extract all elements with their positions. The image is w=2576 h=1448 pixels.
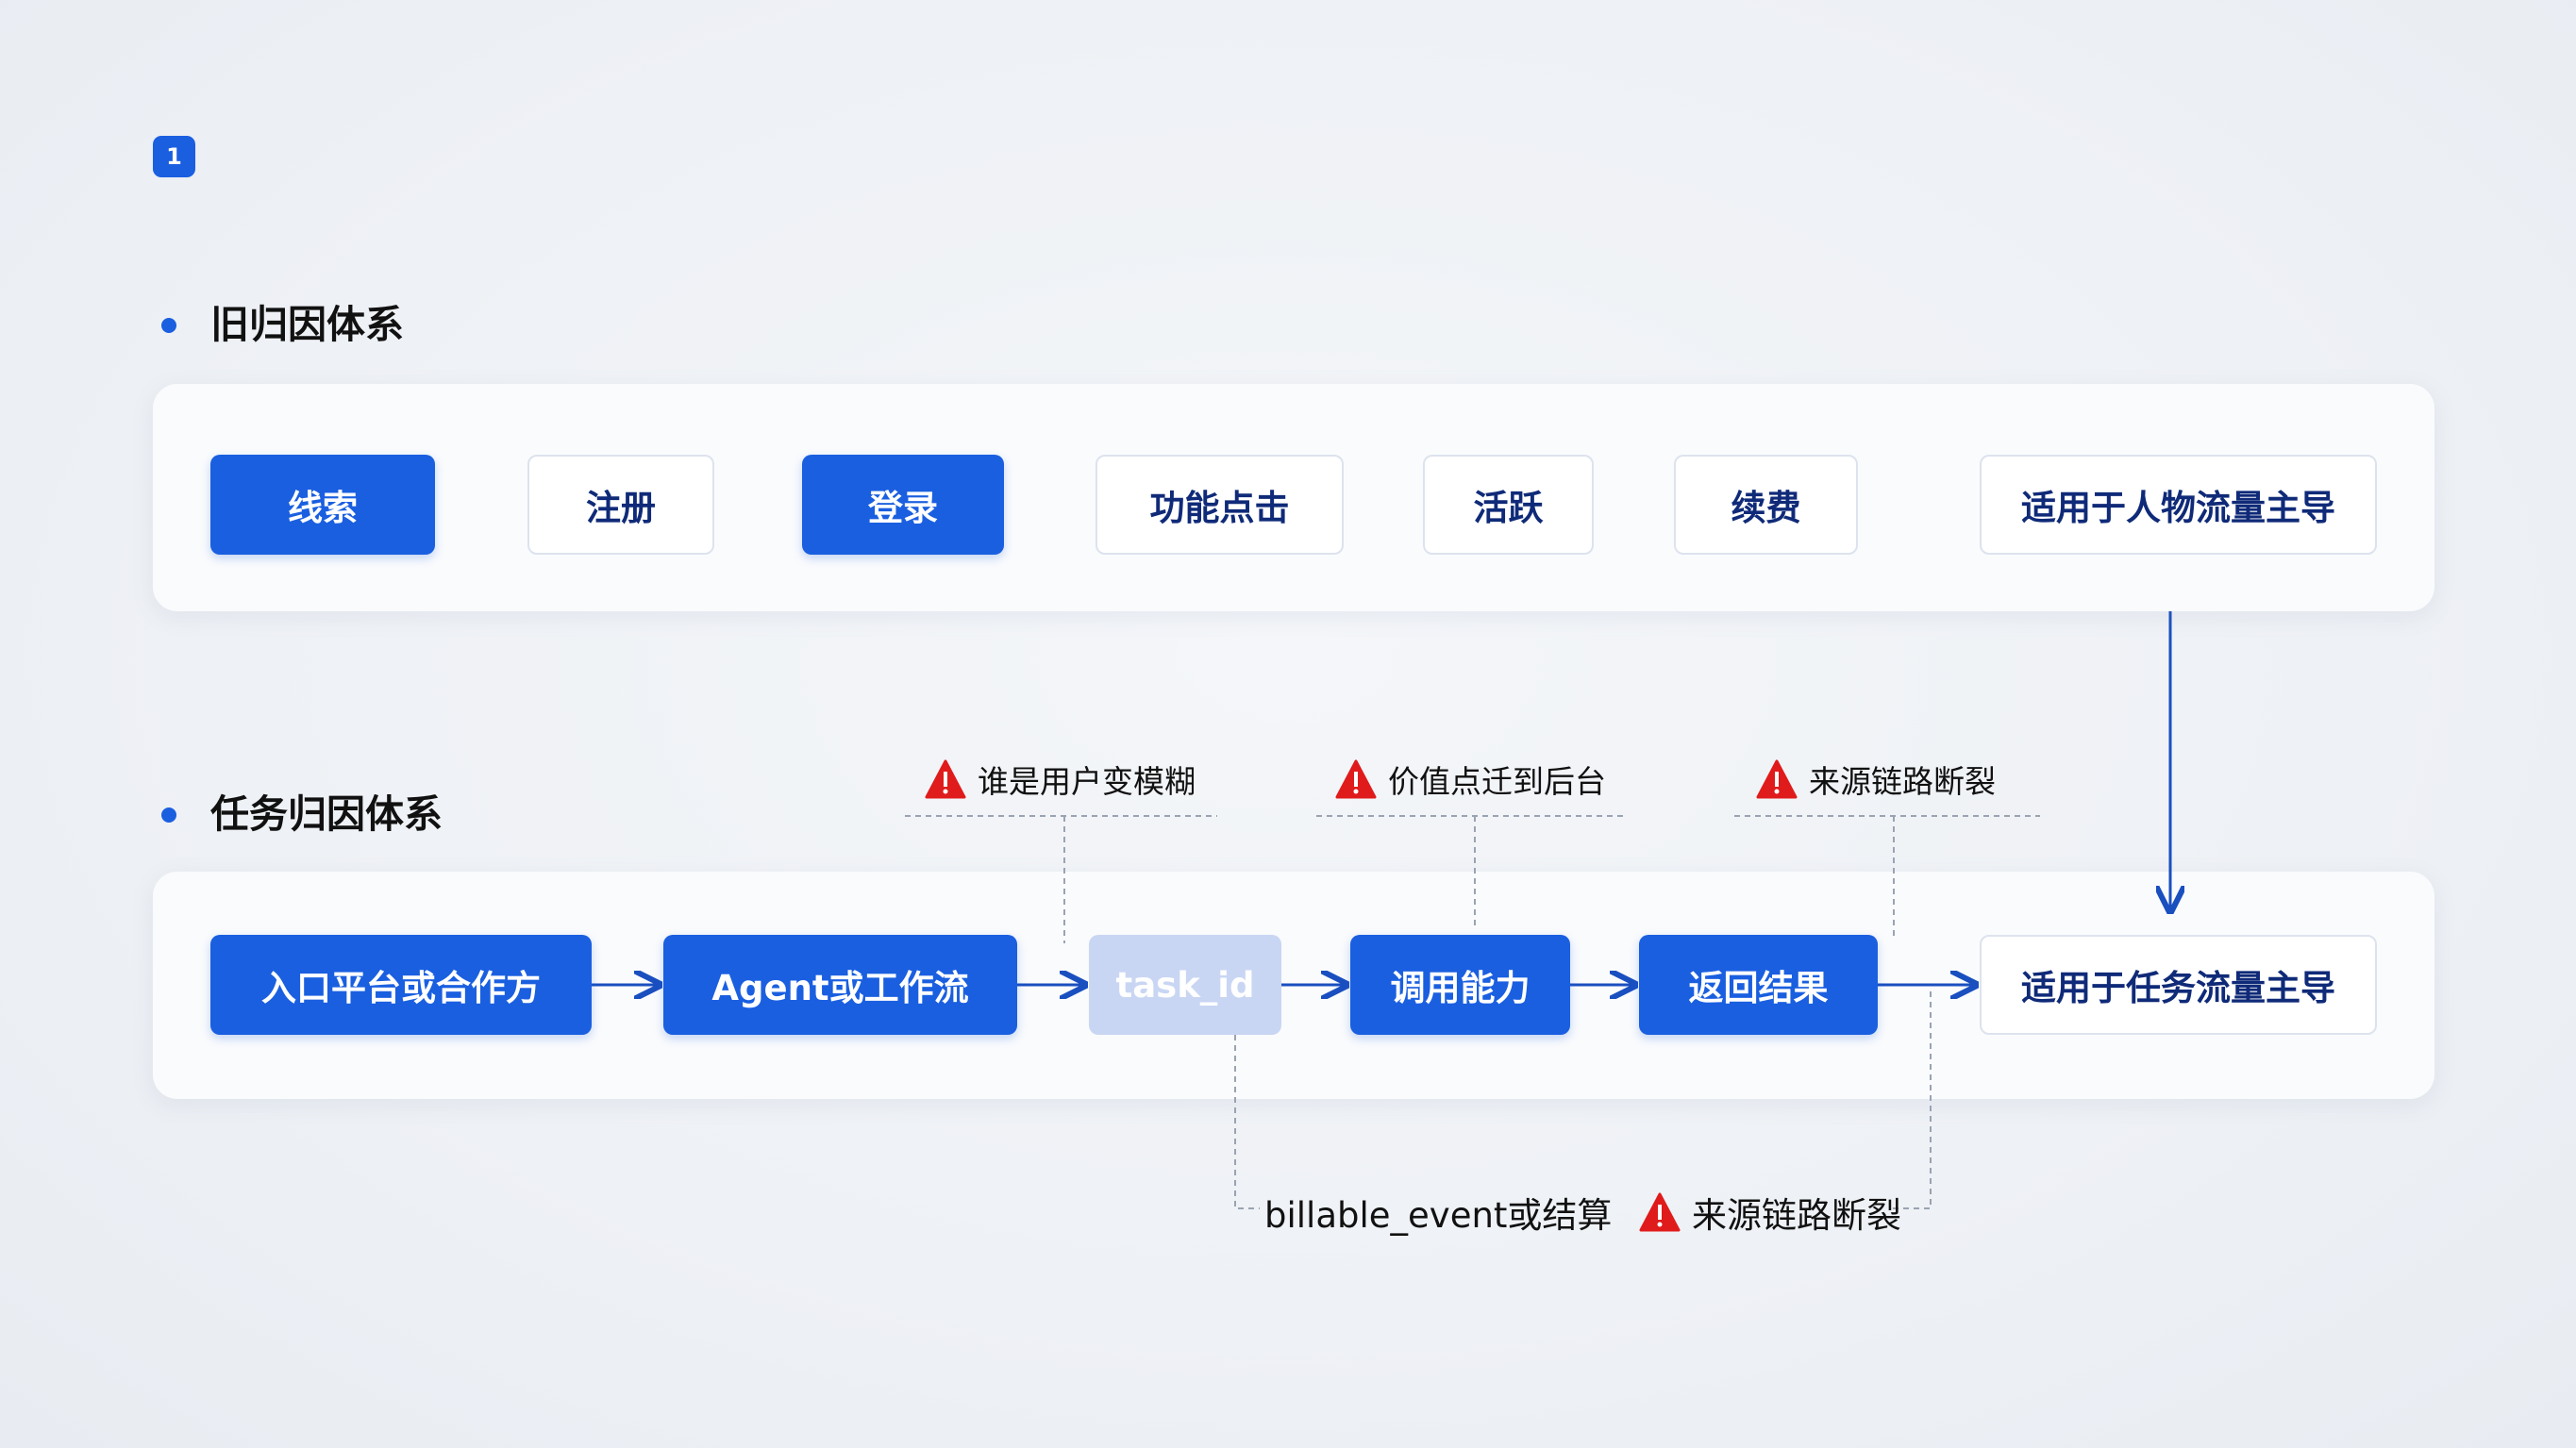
result-box: 适用于人物流量主导 bbox=[1980, 455, 2377, 555]
warning-label: 谁是用户变模糊 bbox=[925, 757, 1196, 802]
warning-text: 价值点迁到后台 bbox=[1388, 763, 1606, 800]
step-box: 登录 bbox=[802, 455, 1004, 555]
warning-text: 谁是用户变模糊 bbox=[978, 763, 1196, 800]
step-box: 注册 bbox=[527, 455, 714, 555]
page-number-badge: 1 bbox=[153, 136, 195, 177]
warning-label: 来源链路断裂 bbox=[1756, 757, 1996, 802]
bullet bbox=[161, 807, 176, 823]
step-box: Agent或工作流 bbox=[663, 935, 1017, 1035]
warning-icon bbox=[1335, 759, 1377, 799]
warning-text: 来源链路断裂 bbox=[1692, 1195, 1901, 1236]
warning-icon bbox=[925, 759, 966, 799]
task-id-box: task_id bbox=[1089, 935, 1281, 1035]
section-title: 旧归因体系 bbox=[210, 302, 404, 347]
step-box: 调用能力 bbox=[1350, 935, 1570, 1035]
warning-icon bbox=[1639, 1192, 1681, 1232]
warning-label: 来源链路断裂 bbox=[1639, 1187, 1901, 1238]
warning-icon bbox=[1756, 759, 1798, 799]
dashed-line bbox=[1893, 990, 1932, 1209]
section-title: 任务归因体系 bbox=[210, 791, 443, 837]
step-box: 返回结果 bbox=[1639, 935, 1878, 1035]
step-box: 线索 bbox=[210, 455, 435, 555]
step-box: 续费 bbox=[1674, 455, 1858, 555]
result-box: 适用于任务流量主导 bbox=[1980, 935, 2377, 1035]
step-box: 活跃 bbox=[1423, 455, 1594, 555]
step-box: 功能点击 bbox=[1096, 455, 1344, 555]
billable-event-label: billable_event或结算 bbox=[1264, 1195, 1613, 1236]
bullet bbox=[161, 318, 176, 333]
step-box: 入口平台或合作方 bbox=[210, 935, 592, 1035]
warning-label: 价值点迁到后台 bbox=[1335, 757, 1606, 802]
dashed-line bbox=[1234, 1035, 1260, 1209]
warning-text: 来源链路断裂 bbox=[1809, 763, 1996, 800]
